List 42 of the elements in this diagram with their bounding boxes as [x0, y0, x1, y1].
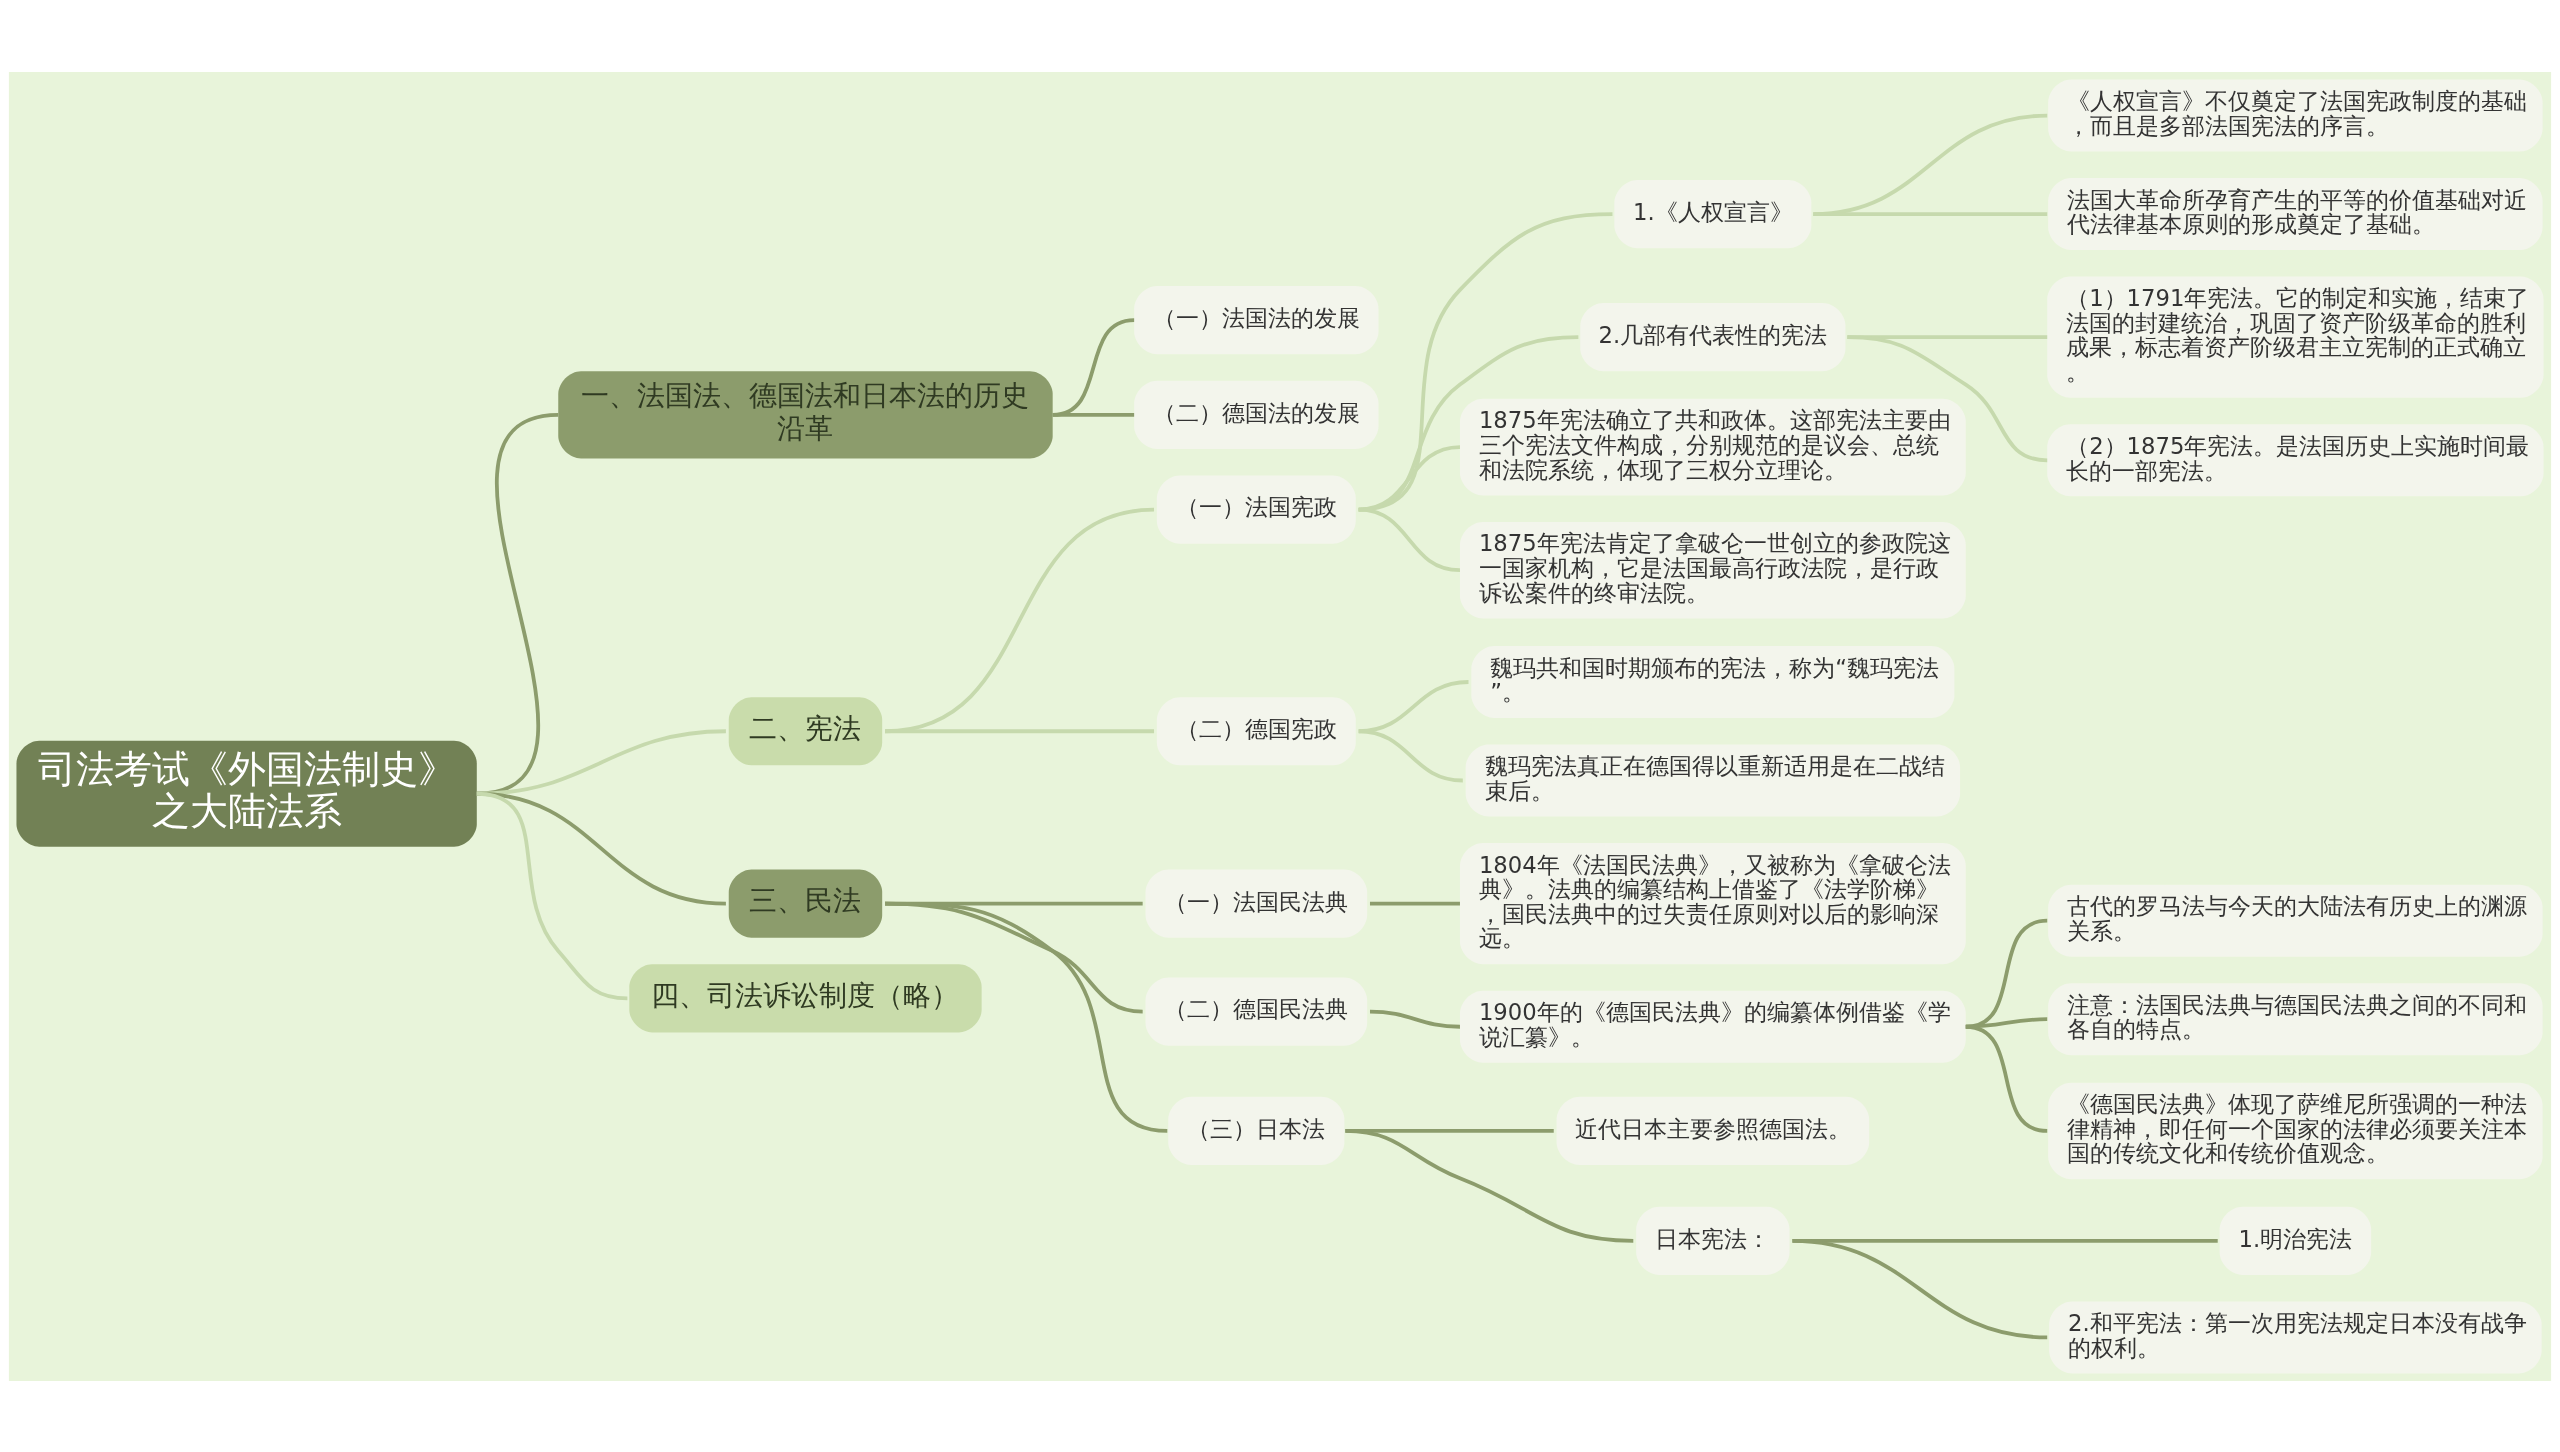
connector: [885, 728, 1155, 733]
connector: [1847, 334, 2048, 462]
connector: [1345, 1128, 1634, 1243]
connector: [1358, 444, 1461, 511]
node-box: 2.几部有代表性的宪法: [1580, 302, 1846, 371]
node-box: （一）法国法的发展: [1134, 285, 1379, 354]
node-box: （二）德国法的发展: [1134, 380, 1379, 449]
node-box: 2.和平宪法：第一次用宪法规定日本没有战争的权利。: [2049, 1300, 2542, 1373]
connector: [1052, 412, 1135, 417]
connector: [885, 901, 1168, 1133]
node-box: 1.《人权宣言》: [1614, 179, 1812, 248]
connector: [476, 791, 628, 1000]
node-box: 1875年宪法确立了共和政体。这部宪法主要由三个宪法文件构成，分别规范的是议会、总统和法院系统，体现了三权分立理论。: [1459, 398, 1966, 495]
connector: [1965, 1024, 2048, 1133]
node-box: 四、司法诉讼制度（略）: [629, 963, 982, 1032]
connector: [1358, 211, 1613, 511]
connector: [884, 507, 1155, 733]
node-box: （2）1875年宪法。是法国历史上实施时间最长的一部宪法。: [2047, 423, 2544, 496]
connector: [1358, 728, 1463, 782]
connector: [1792, 1238, 2048, 1339]
node-box: （1）1791年宪法。它的制定和实施，结束了法国的封建统治，巩固了资产阶级革命的胜利成果，标志着资产阶级君主立宪制的正式确立。: [2047, 276, 2544, 398]
connector: [1813, 113, 2048, 216]
node-box: 1900年的《德国民法典》的编纂体例借鉴《学说汇纂》。: [1459, 990, 1966, 1063]
node-box: 1.明治宪法: [2219, 1206, 2372, 1275]
connector: [1370, 901, 1460, 905]
connector: [1813, 211, 2048, 216]
node-box: 三、民法: [728, 869, 883, 938]
node-box: 司法考试《外国法制史》之大陆法系: [16, 740, 477, 847]
node-box: 1875年宪法肯定了拿破仑一世创立的参政院这一国家机构，它是法国最高行政法院，是行政诉讼案件的终审法院。: [1459, 521, 1966, 618]
node-box: 1804年《法国民法典》，又被称为《拿破仑法典》。法典的编纂结构上借鉴了《法学阶梯》，国民法典中的过失责任原则对以后的影响深远。: [1459, 842, 1966, 964]
connector: [1358, 507, 1461, 572]
connector: [1369, 1009, 1461, 1029]
connector: [1052, 317, 1135, 417]
node-box: 法国大革命所孕育产生的平等的价值基础对近代法律基本原则的形成奠定了基础。: [2048, 177, 2543, 250]
node-box: 注意：法国民法典与德国民法典之间的不同和各自的特点。: [2048, 982, 2543, 1055]
node-box: 《德国民法典》体现了萨维尼所强调的一种法律精神，即任何一个国家的法律必须要关注本国的传统文化和传统价值观念。: [2048, 1082, 2543, 1179]
node-box: 《人权宣言》不仅奠定了法国宪政制度的基础，而且是多部法国宪法的序言。: [2048, 79, 2543, 152]
node-box: 一、法国法、德国法和日本法的历史沿革: [558, 370, 1053, 458]
node-box: 古代的罗马法与今天的大陆法有历史上的渊源关系。: [2048, 884, 2543, 957]
connector: [1358, 334, 1579, 511]
node-box: 二、宪法: [728, 696, 883, 765]
node-box: （三）日本法: [1168, 1096, 1345, 1165]
